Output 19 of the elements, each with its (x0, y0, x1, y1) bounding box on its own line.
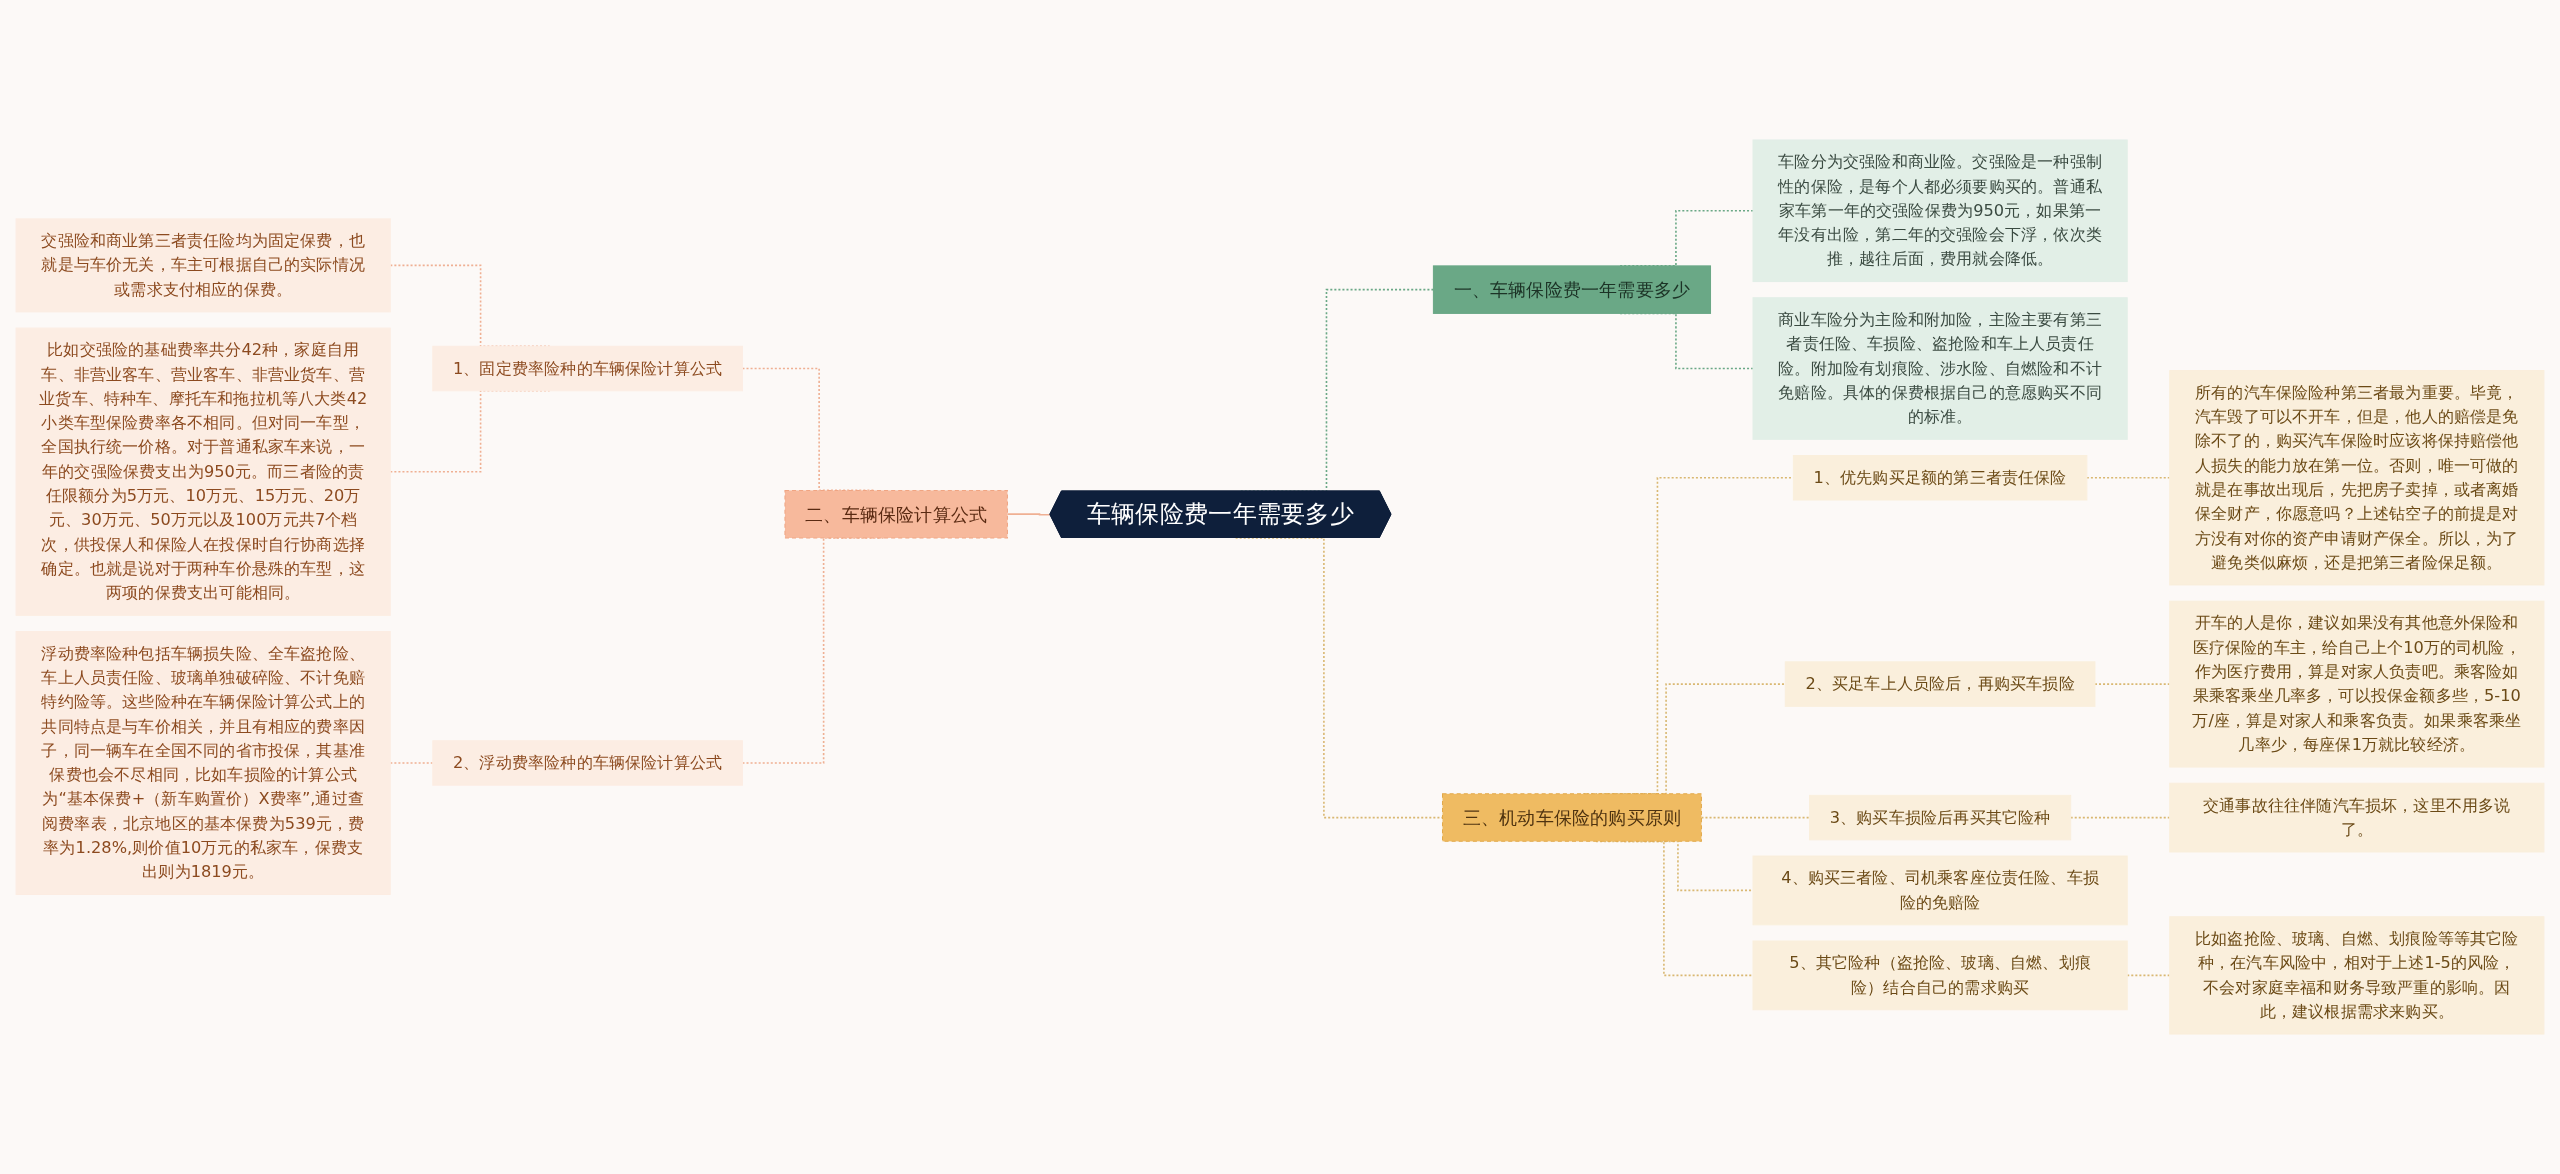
node-box: 1、固定费率险种的车辆保险计算公式 (432, 345, 743, 392)
node-box: 比如交强险的基础费率共分42种，家庭自用车、非营业客车、营业客车、非营业货车、营业货车、特种车、摩托车和拖拉机等八大类42小类车型保险费率各不相同。但对同一车型，全国执行统一价格。对于普通私家车来说，一年的交强险保费支出为950元。而三者险的责任限额分为5万元、10万元、15万元、20万元、30万元、50万元以及100万元共7个档次，供投保人和保险人在投保时自行协商选择确定。也就是说对于两种车价悬殊的车型，这两项的保费支出可能相同。 (15, 327, 391, 616)
node-box: 3、购买车损险后再买其它险种 (1809, 794, 2072, 841)
node-box: 商业车险分为主险和附加险，主险主要有第三者责任险、车损险、盗抢险和车上人员责任险。附加险有划痕险、涉水险、自燃险和不计免赔险。具体的保费根据自己的意愿购买不同的标准。 (1752, 297, 2128, 440)
node-box: 开车的人是你，建议如果没有其他意外保险和医疗保险的车主，给自己上个10万的司机险，作为医疗费用，算是对家人负责吧。乘客险如果乘客乘坐几率多，可以投保金额多些，5-10万/座，算是对家人和乘客负责。如果乘客乘坐几率少，每座保1万就比较经济。 (2169, 600, 2545, 768)
node-box: 交通事故往往伴随汽车损坏，这里不用多说了。 (2169, 782, 2545, 853)
node-box: 三、机动车保险的购买原则 (1442, 793, 1702, 842)
node-box: 4、购买三者险、司机乘客座位责任险、车损险的免赔险 (1752, 855, 2128, 926)
node-box: 2、买足车上人员险后，再购买车损险 (1784, 661, 2096, 707)
node-box: 比如盗抢险、玻璃、自燃、划痕险等等其它险种，在汽车风险中，相对于上述1-5的风险，不会对家庭幸福和财务导致严重的影响。因此，建议根据需求来购买。 (2169, 916, 2545, 1035)
node-box: 一、车辆保险费一年需要多少 (1432, 265, 1712, 314)
node-box: 所有的汽车保险险种第三者最为重要。毕竟，汽车毁了可以不开车，但是，他人的赔偿是免除不了的，购买汽车保险时应该将保持赔偿他人损失的能力放在第一位。否则，唯一可做的就是在事故出现后，先把房子卖掉，或者离婚保全财产，你愿意吗？上述钻空子的前提是对方没有对你的资产申请财产保全。所以，为了避免类似麻烦，还是把第三者险保足额。 (2169, 370, 2545, 586)
node-box: 二、车辆保险计算公式 (784, 489, 1008, 539)
node-box: 浮动费率险种包括车辆损失险、全车盗抢险、车上人员责任险、玻璃单独破碎险、不计免赔特约险等。这些险种在车辆保险计算公式上的共同特点是与车价相关，并且有相应的费率因子，同一辆车在全国不同的省市投保，其基准保费也会不尽相同，比如车损险的计算公式为“基本保费+（新车购置价）X费率”,通过查阅费率表，北京地区的基本保费为539元，费率为1.28%,则价值10万元的私家车，保费支出则为1819元。 (15, 631, 391, 895)
node-box: 车险分为交强险和商业险。交强险是一种强制性的保险，是每个人都必须要购买的。普通私家车第一年的交强险保费为950元，如果第一年没有出险，第二年的交强险会下浮，依次类推，越往后面，费用就会降低。 (1752, 139, 2128, 283)
node-box: 1、优先购买足额的第三者责任保险 (1792, 455, 2088, 501)
node-box: 2、浮动费率险种的车辆保险计算公式 (432, 740, 743, 786)
node-box: 5、其它险种（盗抢险、玻璃、自燃、划痕险）结合自己的需求购买 (1752, 940, 2128, 1011)
node-box: 交强险和商业第三者责任险均为固定保费，也就是与车价无关，车主可根据自己的实际情况或需求支付相应的保费。 (15, 218, 391, 313)
